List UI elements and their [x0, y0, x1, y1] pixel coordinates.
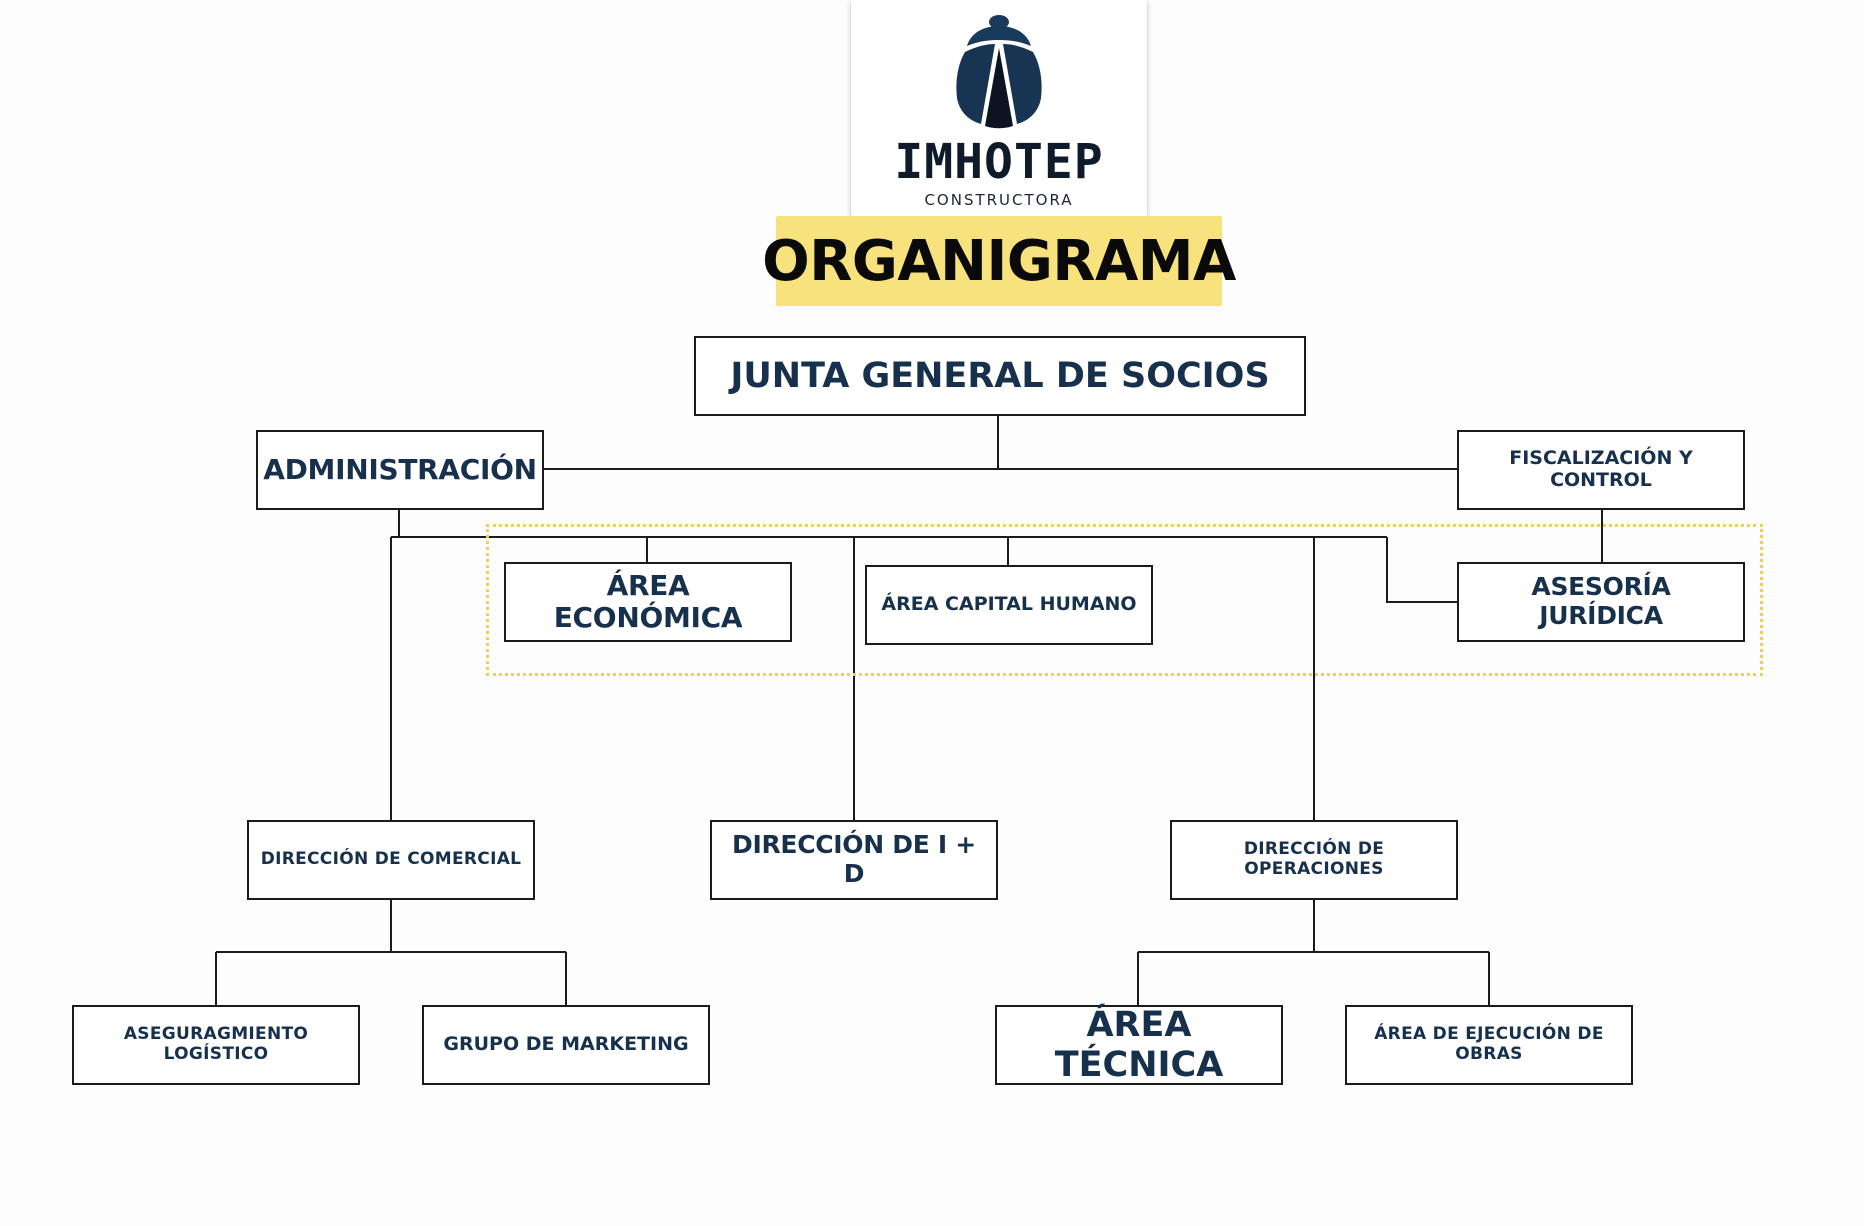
node-junta-general-label: JUNTA GENERAL DE SOCIOS — [730, 355, 1270, 396]
node-direccion-comercial: DIRECCIÓN DE COMERCIAL — [247, 820, 535, 900]
page-title: ORGANIGRAMA — [762, 216, 1236, 306]
node-asesoria-juridica: ASESORÍA JURÍDICA — [1457, 562, 1745, 642]
logo-subtitle: CONSTRUCTORA — [924, 191, 1074, 209]
node-fiscalizacion-control-label: FISCALIZACIÓN Y CONTROL — [1509, 447, 1693, 491]
node-area-ejecucion-obras-label: ÁREA DE EJECUCIÓN DE OBRAS — [1374, 1024, 1604, 1064]
node-area-economica: ÁREA ECONÓMICA — [504, 562, 792, 642]
node-administracion: ADMINISTRACIÓN — [256, 430, 544, 510]
node-grupo-marketing-label: GRUPO DE MARKETING — [443, 1033, 689, 1056]
logo-wordmark: IMHOTEP — [894, 134, 1104, 190]
node-fiscalizacion-control: FISCALIZACIÓN Y CONTROL — [1457, 430, 1745, 510]
node-asesoria-juridica-label: ASESORÍA JURÍDICA — [1531, 572, 1671, 630]
node-aseguramiento-logistico: ASEGURAGMIENTO LOGÍSTICO — [72, 1005, 360, 1085]
node-area-tecnica-label: ÁREA TÉCNICA — [1054, 1004, 1224, 1085]
node-direccion-operaciones-label: DIRECCIÓN DE OPERACIONES — [1243, 839, 1385, 879]
node-direccion-operaciones: DIRECCIÓN DE OPERACIONES — [1170, 820, 1458, 900]
node-direccion-comercial-label: DIRECCIÓN DE COMERCIAL — [260, 849, 522, 870]
node-grupo-marketing: GRUPO DE MARKETING — [422, 1005, 710, 1085]
node-area-economica-label: ÁREA ECONÓMICA — [553, 568, 743, 634]
company-logo: IMHOTEP CONSTRUCTORA — [851, 0, 1147, 226]
staff-areas-group — [486, 524, 1763, 676]
node-direccion-id-label: DIRECCIÓN DE I + D — [732, 830, 976, 888]
node-area-capital-humano-label: ÁREA CAPITAL HUMANO — [881, 593, 1137, 616]
node-area-capital-humano: ÁREA CAPITAL HUMANO — [865, 565, 1153, 645]
node-area-ejecucion-obras: ÁREA DE EJECUCIÓN DE OBRAS — [1345, 1005, 1633, 1085]
connector-to-asesoria — [1386, 537, 1458, 603]
node-junta-general: JUNTA GENERAL DE SOCIOS — [694, 336, 1306, 416]
node-area-tecnica: ÁREA TÉCNICA — [995, 1005, 1283, 1085]
scarab-logo-icon — [956, 15, 1042, 129]
node-direccion-id: DIRECCIÓN DE I + D — [710, 820, 998, 900]
node-administracion-label: ADMINISTRACIÓN — [263, 452, 537, 486]
page-title-text: ORGANIGRAMA — [762, 228, 1236, 294]
node-aseguramiento-logistico-label: ASEGURAGMIENTO LOGÍSTICO — [123, 1024, 309, 1064]
